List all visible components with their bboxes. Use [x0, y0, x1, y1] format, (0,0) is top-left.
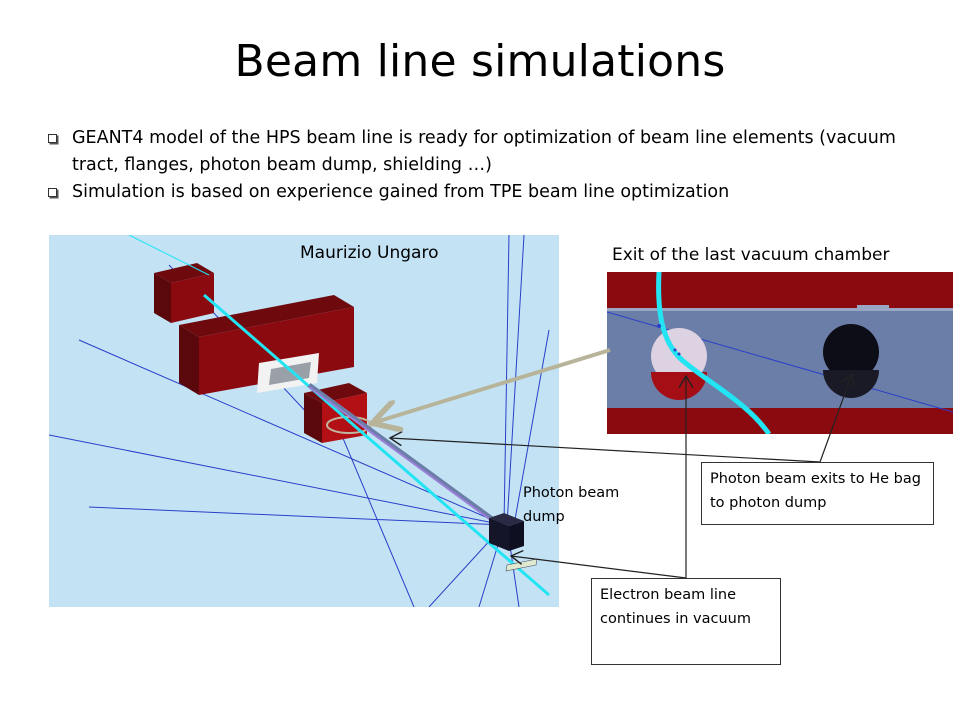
bullet-text: GEANT4 model of the HPS beam line is rea…	[72, 128, 896, 175]
particle-tracks	[49, 235, 550, 607]
author-label: Maurizio Ungaro	[300, 243, 439, 263]
inset-title: Exit of the last vacuum chamber	[612, 245, 890, 265]
bullet-text: Simulation is based on experience gained…	[72, 182, 730, 202]
bullet-item: GEANT4 model of the HPS beam line is rea…	[48, 125, 938, 179]
photon-callout: Photon beam exits to He bag to photon du…	[701, 462, 934, 525]
inset-graphic	[607, 272, 953, 434]
simulation-image	[49, 235, 559, 607]
electron-callout: Electron beam line continues in vacuum	[591, 578, 781, 665]
bullet-list: GEANT4 model of the HPS beam line is rea…	[48, 125, 938, 206]
simulation-graphic	[49, 235, 550, 607]
magnet-blocks	[154, 263, 372, 443]
square-bullet-icon	[48, 134, 57, 143]
inset-image	[607, 272, 953, 434]
slide-title: Beam line simulations	[234, 36, 726, 87]
square-bullet-icon	[48, 188, 57, 197]
dump-label: Photon beam dump	[523, 485, 620, 525]
closed-port-circle	[823, 324, 879, 380]
bullet-item: Simulation is based on experience gained…	[48, 179, 938, 206]
